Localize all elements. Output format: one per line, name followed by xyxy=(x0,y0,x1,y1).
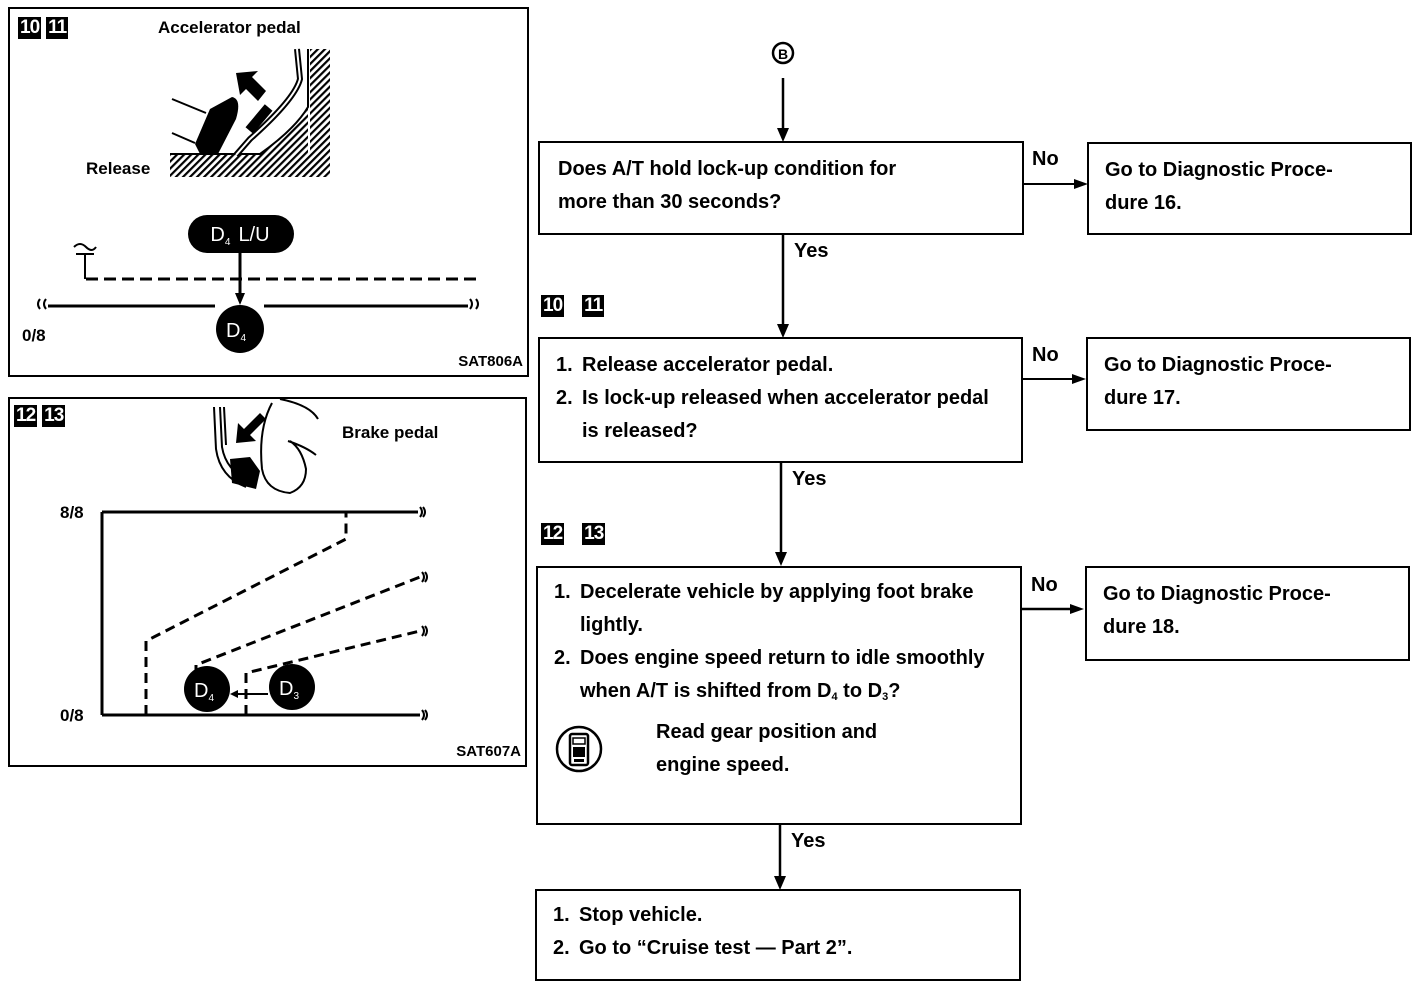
arrow-down-icon xyxy=(777,324,789,338)
axis-top-label: 8/8 xyxy=(60,503,84,522)
yes-label: Yes xyxy=(792,468,827,490)
step-tag: 11 xyxy=(582,295,605,317)
step-item: 2. Does engine speed return to idle smoot… xyxy=(554,642,1004,714)
step-number: 1. xyxy=(553,904,570,926)
decision-text: Does A/T hold lock-up condition for xyxy=(558,158,897,180)
outcome-text: Go to Diagnostic Proce- xyxy=(1103,583,1331,605)
outcome-box-procedure-16: Go to Diagnostic Proce- dure 16. xyxy=(1087,142,1412,235)
decision-text: more than 30 seconds? xyxy=(558,191,782,213)
arrow-right-icon xyxy=(1072,374,1086,384)
release-label: Release xyxy=(86,159,151,178)
step-box-release-pedal: 1. Release accelerator pedal. 2. Is lock-u… xyxy=(538,337,1023,463)
figure-code: SAT607A xyxy=(456,743,521,760)
step-text: Decelerate vehicle by applying foot brak… xyxy=(580,581,974,636)
step-tag: 12 xyxy=(541,523,565,545)
floor-hatch-icon xyxy=(170,49,330,177)
outcome-text: dure 18. xyxy=(1103,616,1180,638)
figure-code: SAT806A xyxy=(458,353,523,370)
shift-arrow-icon xyxy=(230,690,238,698)
no-label: No xyxy=(1032,148,1059,170)
axis-bottom-label: 0/8 xyxy=(60,706,84,725)
step-item: 2. Go to “Cruise test — Part 2”. xyxy=(553,932,1003,965)
arrow-down-icon xyxy=(774,876,786,890)
step-tag: 10 xyxy=(18,17,42,39)
gear-d3-circle xyxy=(269,664,315,710)
outcome-text: Go to Diagnostic Proce- xyxy=(1105,159,1333,181)
gear-d4-circle xyxy=(184,666,230,712)
no-label: No xyxy=(1031,574,1058,596)
step-text: Release accelerator pedal. xyxy=(582,354,834,376)
step-number: 1. xyxy=(554,581,571,603)
down-arrow-icon xyxy=(235,293,245,305)
figure-title: Brake pedal xyxy=(342,423,439,442)
step-number: 1. xyxy=(556,354,573,376)
decision-box-lockup-hold: Does A/T hold lock-up condition for more… xyxy=(538,141,1024,235)
step-number: 2. xyxy=(553,937,570,959)
arrow-right-icon xyxy=(1070,604,1084,614)
lockup-dashed-line xyxy=(144,512,348,715)
step-tag: 10 xyxy=(541,295,565,317)
svg-text:D3: D3 xyxy=(279,678,299,702)
step-item: 2. Is lock-up released when accelerator p… xyxy=(556,382,1005,448)
no-label: No xyxy=(1032,344,1059,366)
d3-dashed-line xyxy=(244,629,421,715)
svg-text:D4: D4 xyxy=(226,320,246,344)
consult-note: Read gear position and engine speed. xyxy=(554,716,1004,782)
foot-icon xyxy=(230,457,260,489)
gear-d4-circle xyxy=(216,305,264,353)
entry-connector-circle xyxy=(771,41,795,65)
release-arrow-icon xyxy=(236,71,266,101)
step-tag: 11 xyxy=(46,17,69,39)
step-box-stop-vehicle: 1. Stop vehicle. 2. Go to “Cruise test — P… xyxy=(535,889,1021,981)
note-line: engine speed. xyxy=(656,754,790,776)
step-item: 1. Decelerate vehicle by applying foot br… xyxy=(554,576,1004,642)
svg-text:D4: D4 xyxy=(194,680,214,704)
brake-drawing: D4 D3 xyxy=(100,399,428,721)
step-text: Does engine speed return to idle smoothl… xyxy=(580,647,985,703)
step-item: 1. Stop vehicle. xyxy=(553,899,1003,932)
outcome-text: Go to Diagnostic Proce- xyxy=(1104,354,1332,376)
step-text: Is lock-up released when accelerator ped… xyxy=(582,387,989,442)
arrow-down-icon xyxy=(775,552,787,566)
outcome-text: dure 16. xyxy=(1105,192,1182,214)
yes-label: Yes xyxy=(794,240,829,262)
press-arrow-icon xyxy=(236,413,266,443)
step-box-decelerate: 1. Decelerate vehicle by applying foot br… xyxy=(536,566,1022,825)
step-item: 1. Release accelerator pedal. xyxy=(556,349,1005,382)
outcome-box-procedure-18: Go to Diagnostic Proce- dure 18. xyxy=(1085,566,1410,661)
outcome-box-procedure-17: Go to Diagnostic Proce- dure 17. xyxy=(1086,337,1411,431)
step-tag: 13 xyxy=(582,523,606,545)
consult-tester-icon xyxy=(555,725,603,773)
consult-note-text: Read gear position and engine speed. xyxy=(656,716,877,782)
step-text: Stop vehicle. xyxy=(579,904,703,926)
step-tag: 13 xyxy=(42,405,66,427)
pedal-pad-icon xyxy=(245,104,273,134)
step-tag: 12 xyxy=(14,405,38,427)
axis-label: 0/8 xyxy=(22,326,46,345)
torque-symbol-icon xyxy=(73,243,97,279)
foot-icon xyxy=(195,97,239,154)
svg-text:B: B xyxy=(778,46,788,62)
lockup-badge-shape xyxy=(188,215,294,253)
step-text: Go to “Cruise test — Part 2”. xyxy=(579,937,853,959)
note-line: Read gear position and xyxy=(656,721,878,743)
arrow-right-icon xyxy=(1074,179,1088,189)
yes-label: Yes xyxy=(791,830,826,852)
arrow-down-icon xyxy=(777,128,789,142)
step-number: 2. xyxy=(556,387,573,409)
step-number: 2. xyxy=(554,647,571,669)
step-tags: 10 11 xyxy=(541,295,609,317)
outcome-text: dure 17. xyxy=(1104,387,1181,409)
step-tags: 12 13 xyxy=(541,523,610,545)
figure-title: Accelerator pedal xyxy=(158,18,301,37)
